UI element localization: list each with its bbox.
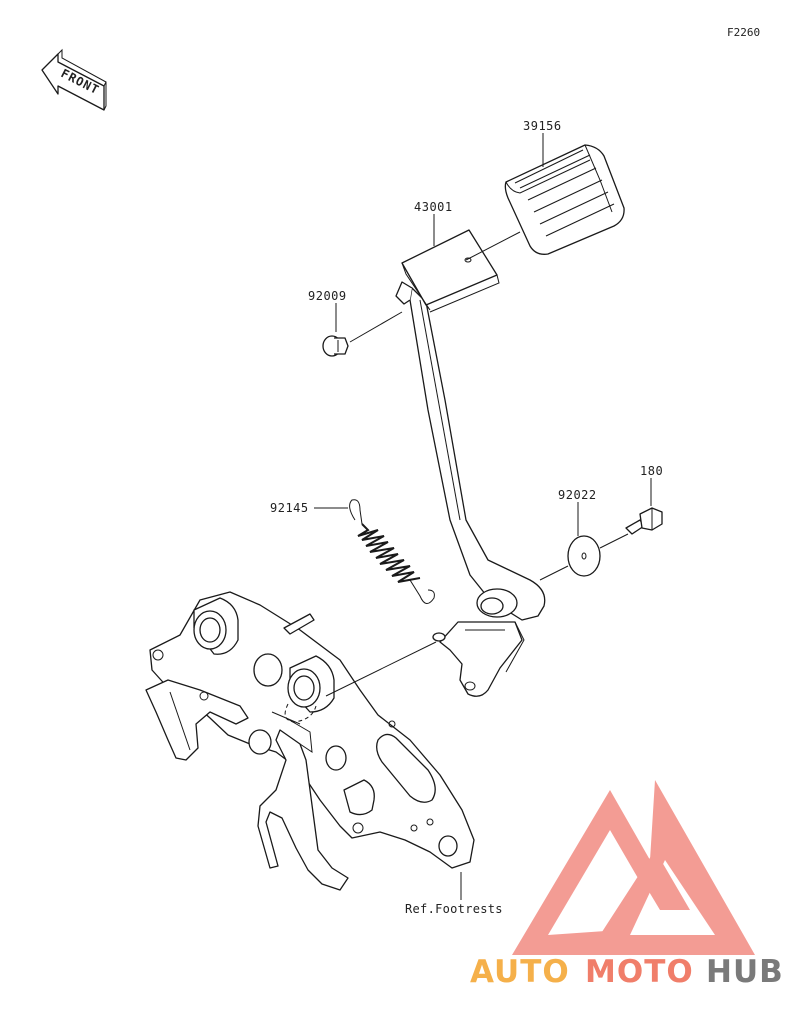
brake-pedal-arm-drawing xyxy=(395,229,546,697)
leader-pivot-dashed xyxy=(284,703,317,723)
part-number-180: 180 xyxy=(640,464,663,478)
ref-footrests-label: Ref.Footrests xyxy=(405,902,503,916)
part-number-39156: 39156 xyxy=(523,119,562,133)
footrest-bracket-drawing xyxy=(145,591,475,891)
diagram-code: F2260 xyxy=(727,26,760,39)
part-number-92145: 92145 xyxy=(270,501,309,515)
watermark-logo-icon xyxy=(512,780,755,955)
nut-92009-drawing xyxy=(322,335,349,357)
part-number-92022: 92022 xyxy=(558,488,597,502)
washer-92022-drawing xyxy=(567,535,601,577)
watermark-hub: HUB xyxy=(706,954,784,990)
brake-pedal-pad-drawing xyxy=(504,144,625,255)
front-arrow-icon: FRONT xyxy=(41,48,107,111)
leader-pad-axis xyxy=(465,231,521,261)
leader-92022-axis-a xyxy=(539,565,569,581)
watermark-moto: MOTO xyxy=(585,954,694,990)
part-number-43001: 43001 xyxy=(414,200,453,214)
part-number-92009: 92009 xyxy=(308,289,347,303)
leader-92022-axis-b xyxy=(599,533,629,549)
leader-92009-axis xyxy=(349,311,403,343)
return-spring-drawing xyxy=(349,499,435,604)
leader-pivot-axis xyxy=(325,641,437,697)
watermark-wordmark: AUTO MOTO HUB xyxy=(470,954,784,990)
bolt-180-drawing xyxy=(625,507,663,535)
watermark-auto: AUTO xyxy=(470,954,570,990)
